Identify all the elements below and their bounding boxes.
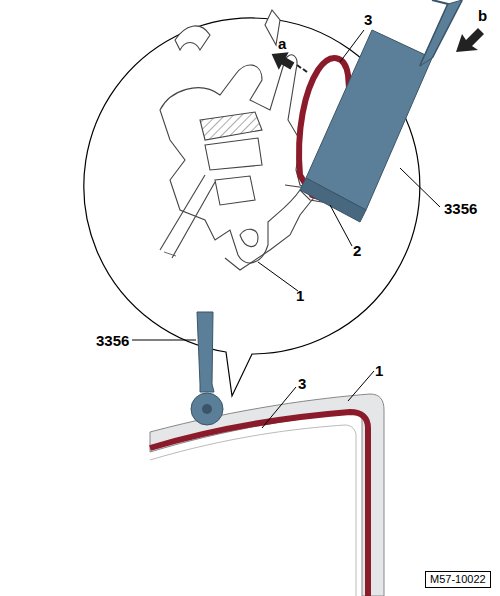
leader-lines <box>132 340 374 428</box>
callout-label: 3356 <box>96 333 129 348</box>
callout-label: 3356 <box>444 201 477 216</box>
tool-roller <box>191 312 223 425</box>
callout-label: 3 <box>364 12 372 27</box>
figure-number: M57-10022 <box>430 573 486 585</box>
arrow-a <box>267 45 307 74</box>
callout-label: 1 <box>296 288 304 303</box>
callout-label: 2 <box>353 243 361 258</box>
arrow-b <box>456 28 484 52</box>
door-frame <box>150 394 384 596</box>
leader-lines <box>258 30 440 291</box>
callout-label: 1 <box>375 363 383 378</box>
figure-number-box: M57-10022 <box>425 571 491 588</box>
callout-label: a <box>278 36 286 51</box>
callout-label: 3 <box>298 376 306 391</box>
tool-blade <box>300 0 462 222</box>
callout-label: b <box>478 8 487 23</box>
